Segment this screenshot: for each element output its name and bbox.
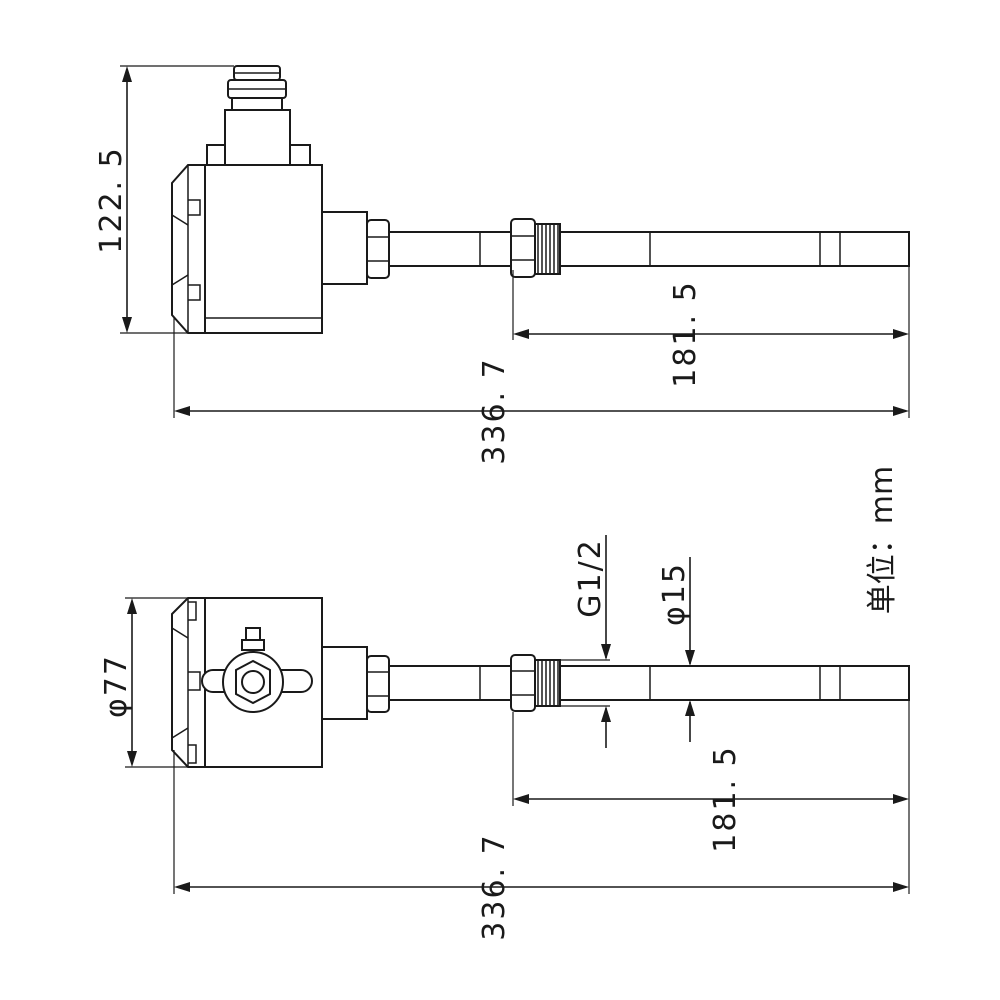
height-dimension-label: 122. 5 xyxy=(94,146,129,253)
top-connector xyxy=(321,646,368,720)
valve-handle xyxy=(201,627,313,713)
diameter-77-label: φ77 xyxy=(99,654,134,718)
side-total-length-dimension: 336. 7 xyxy=(173,318,910,465)
side-view xyxy=(171,65,910,334)
thread-g12-label: G1/2 xyxy=(573,538,608,618)
side-top-fitting xyxy=(206,65,311,166)
pipe-diameter-15-dimension: φ15 xyxy=(657,557,695,742)
top-pipe-length-dimension: 181. 5 xyxy=(512,700,910,853)
side-pipe-length-label: 181. 5 xyxy=(668,280,703,387)
side-nut-1 xyxy=(366,219,390,279)
top-view xyxy=(171,597,910,768)
diameter-77-dimension: φ77 xyxy=(99,597,205,768)
pipe-diameter-15-label: φ15 xyxy=(657,562,692,626)
top-total-length-label: 336. 7 xyxy=(477,833,512,940)
top-nut-2 xyxy=(510,654,561,712)
side-height-dimension: 122. 5 xyxy=(94,65,234,334)
side-nut-2 xyxy=(510,218,561,278)
unit-label: 单位：mm xyxy=(865,466,900,614)
top-total-length-dimension: 336. 7 xyxy=(173,750,910,941)
side-flange xyxy=(171,164,206,334)
top-flange xyxy=(171,597,206,768)
side-pipe-length-dimension: 181. 5 xyxy=(512,266,910,388)
top-pipe-length-label: 181. 5 xyxy=(708,745,743,852)
side-pipe xyxy=(388,231,910,267)
top-nut-1 xyxy=(366,655,390,713)
thread-g12-dimension: G1/2 xyxy=(560,535,611,748)
side-body-box xyxy=(204,164,323,334)
side-connector xyxy=(321,211,368,285)
top-pipe xyxy=(388,665,910,701)
side-total-length-label: 336. 7 xyxy=(477,357,512,464)
